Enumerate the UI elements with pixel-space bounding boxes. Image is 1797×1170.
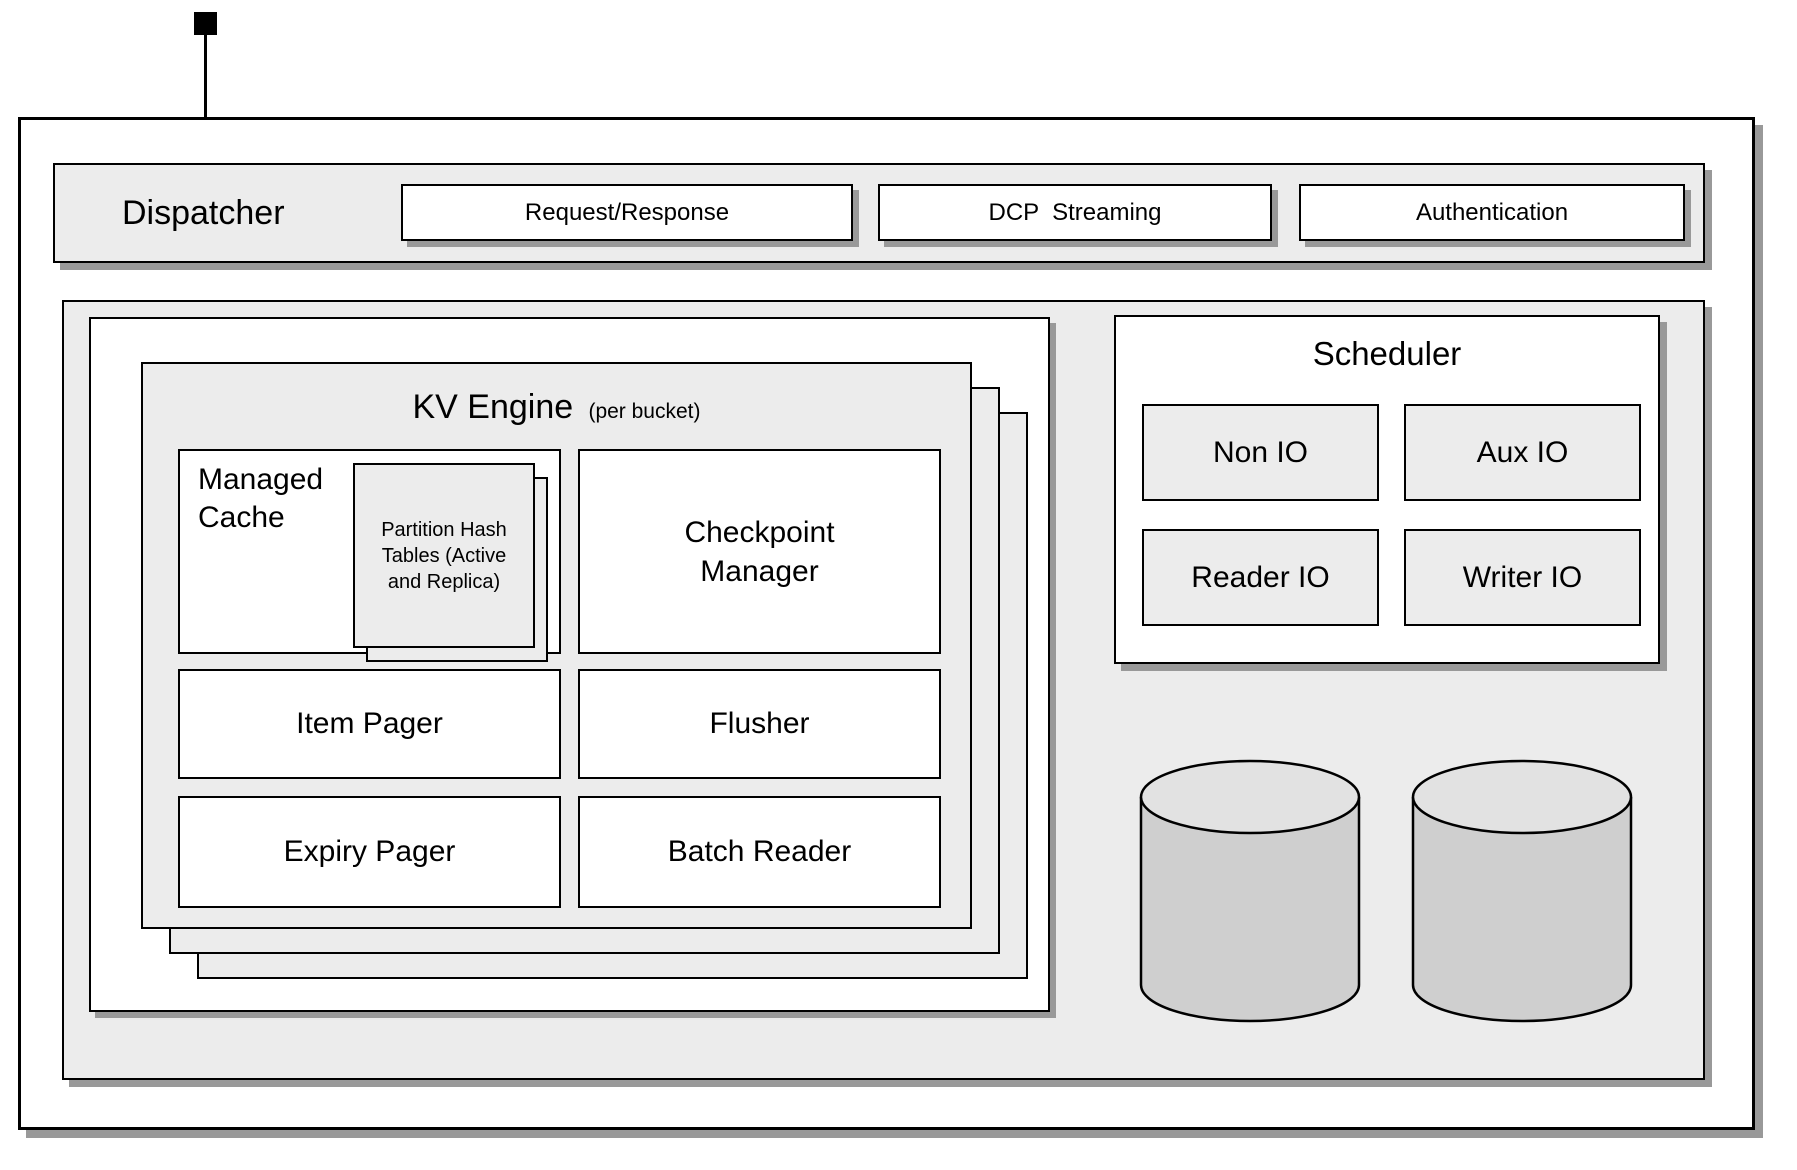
- kv-engine-title-text: KV Engine: [412, 388, 574, 426]
- checkpoint-manager-label: Checkpoint Manager: [684, 515, 835, 588]
- kv-engine-instance-front: KV Engine (per bucket) Managed Cache Par…: [141, 362, 972, 929]
- flow-source-square-icon: [194, 12, 217, 35]
- expiry-pager-box: Expiry Pager: [178, 796, 561, 908]
- service-box-dcp-streaming: DCP Streaming: [878, 184, 1272, 241]
- scheduler-title: Scheduler: [1312, 335, 1462, 372]
- service-box-authentication: Authentication: [1299, 184, 1685, 241]
- kv-engine-title: KV Engine (per bucket): [143, 388, 970, 427]
- kv-engine-subtitle: (per bucket): [588, 400, 701, 423]
- scheduler-queue-writer-io: Writer IO: [1404, 529, 1641, 626]
- scheduler-queue-reader-io: Reader IO: [1142, 529, 1379, 626]
- flow-arrow-stem-icon: [204, 34, 207, 148]
- partition-hash-tables-box: Partition Hash Tables (Active and Replic…: [353, 463, 535, 648]
- scheduler-queue-non-io: Non IO: [1142, 404, 1379, 501]
- scheduler-box: Scheduler Non IO Aux IO Reader IO Writer…: [1114, 315, 1660, 664]
- managed-cache-box: Managed Cache Partition Hash Tables (Act…: [178, 449, 561, 662]
- service-box-request-response: Request/Response: [401, 184, 853, 241]
- engine-container: KV Engine (per bucket) Managed Cache Par…: [62, 300, 1705, 1080]
- database-cylinder-icon: [1139, 759, 1361, 1023]
- partition-hash-tables-label: Partition Hash Tables (Active and Replic…: [381, 518, 507, 593]
- checkpoint-manager-box: Checkpoint Manager: [578, 449, 941, 654]
- kv-engine-stack-wrapper: KV Engine (per bucket) Managed Cache Par…: [89, 317, 1050, 1012]
- item-pager-box: Item Pager: [178, 669, 561, 779]
- managed-cache-label: Managed Cache: [198, 463, 324, 534]
- database-cylinder-icon: [1411, 759, 1633, 1023]
- dispatcher-bar: Dispatcher Request/Response DCP Streamin…: [53, 163, 1705, 263]
- flusher-box: Flusher: [578, 669, 941, 779]
- dispatcher-label: Dispatcher: [122, 193, 285, 232]
- scheduler-queue-aux-io: Aux IO: [1404, 404, 1641, 501]
- batch-reader-box: Batch Reader: [578, 796, 941, 908]
